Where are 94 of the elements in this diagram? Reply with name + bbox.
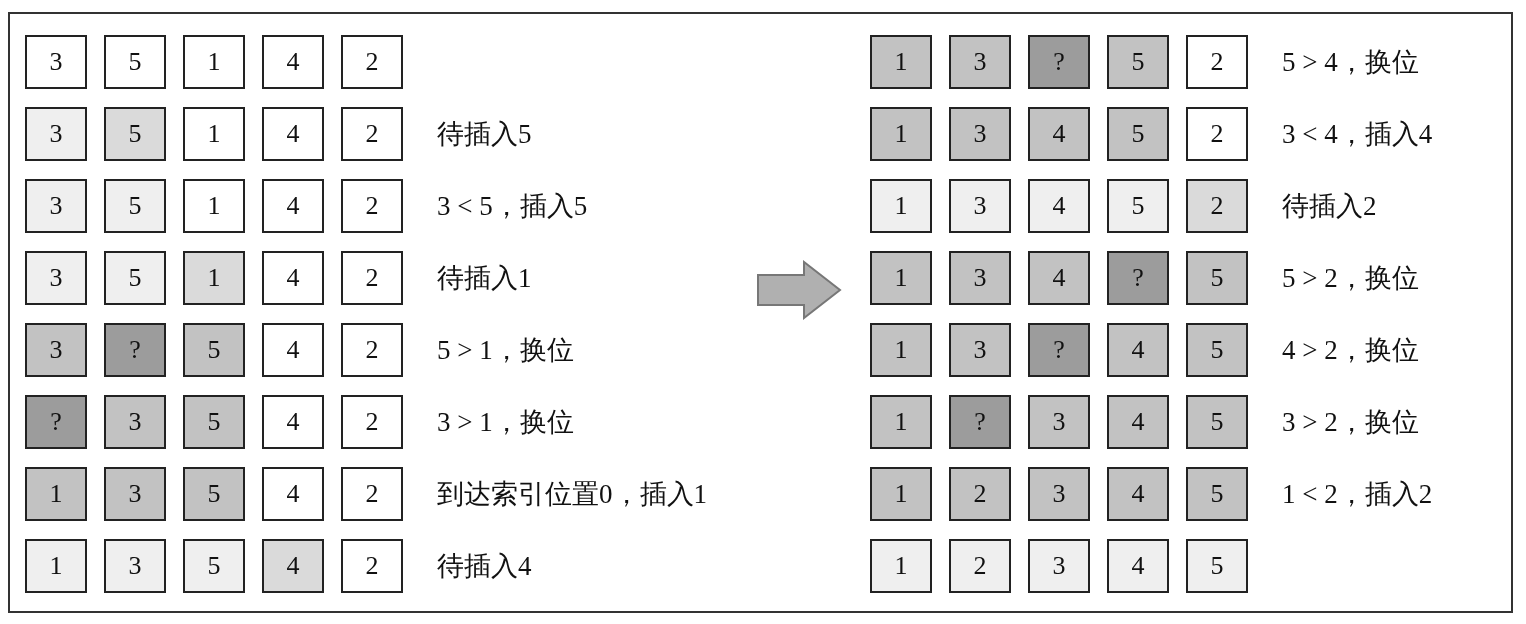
step-note: 待插入2	[1282, 190, 1377, 223]
number-box: 3	[25, 179, 87, 233]
step-note: 3 < 5，插入5	[437, 190, 588, 223]
step-note: 待插入1	[437, 262, 532, 295]
step-note: 5 > 2，换位	[1282, 262, 1419, 295]
number-box: 4	[262, 251, 324, 305]
number-box: 1	[25, 539, 87, 593]
number-box: 2	[341, 35, 403, 89]
step-note: 待插入5	[437, 118, 532, 151]
number-box: 5	[183, 323, 245, 377]
number-box: 1	[183, 35, 245, 89]
number-box: 4	[1107, 539, 1169, 593]
number-box: 3	[25, 107, 87, 161]
number-box: 3	[949, 323, 1011, 377]
number-box: 4	[1107, 467, 1169, 521]
number-box: 4	[262, 467, 324, 521]
number-box: 3	[1028, 395, 1090, 449]
step-note: 1 < 2，插入2	[1282, 478, 1433, 511]
number-box: 3	[104, 539, 166, 593]
number-box: 2	[1186, 35, 1248, 89]
step-note: 5 > 1，换位	[437, 334, 574, 367]
number-box: 3	[949, 179, 1011, 233]
number-box: 4	[262, 539, 324, 593]
number-box: 3	[25, 251, 87, 305]
number-box: 3	[1028, 539, 1090, 593]
number-box: 3	[104, 395, 166, 449]
step-note: 3 > 2，换位	[1282, 406, 1419, 439]
number-box: 5	[1186, 251, 1248, 305]
number-box: 2	[341, 323, 403, 377]
number-box: 3	[949, 251, 1011, 305]
number-box: 2	[341, 539, 403, 593]
number-box: ?	[949, 395, 1011, 449]
number-box: 3	[949, 35, 1011, 89]
number-box: 5	[1107, 179, 1169, 233]
number-box: 1	[25, 467, 87, 521]
number-box: 4	[1107, 395, 1169, 449]
step-note: 5 > 4，换位	[1282, 46, 1419, 79]
number-box: 4	[1028, 107, 1090, 161]
number-box: 3	[949, 107, 1011, 161]
number-box: 4	[1028, 251, 1090, 305]
number-box: ?	[1028, 35, 1090, 89]
number-box: ?	[25, 395, 87, 449]
number-box: 4	[262, 35, 324, 89]
number-box: 5	[104, 107, 166, 161]
number-box: 4	[1107, 323, 1169, 377]
number-box: 2	[341, 107, 403, 161]
number-box: 1	[183, 251, 245, 305]
number-box: 1	[870, 539, 932, 593]
number-box: 5	[183, 539, 245, 593]
step-note: 到达索引位置0，插入1	[437, 478, 707, 511]
number-box: 1	[870, 251, 932, 305]
step-note: 4 > 2，换位	[1282, 334, 1419, 367]
number-box: 5	[1186, 323, 1248, 377]
number-box: 5	[1186, 539, 1248, 593]
number-box: 4	[262, 395, 324, 449]
number-box: 1	[870, 395, 932, 449]
number-box: 2	[949, 539, 1011, 593]
step-note: 3 < 4，插入4	[1282, 118, 1433, 151]
number-box: 1	[870, 179, 932, 233]
number-box: 1	[183, 179, 245, 233]
number-box: ?	[104, 323, 166, 377]
number-box: 2	[949, 467, 1011, 521]
number-box: 3	[25, 35, 87, 89]
number-box: ?	[1107, 251, 1169, 305]
step-note: 待插入4	[437, 550, 532, 583]
number-box: 2	[341, 251, 403, 305]
step-note: 3 > 1，换位	[437, 406, 574, 439]
number-box: 5	[183, 467, 245, 521]
number-box: 4	[262, 323, 324, 377]
number-box: 5	[104, 251, 166, 305]
number-box: 2	[341, 179, 403, 233]
number-box: 2	[341, 395, 403, 449]
number-box: 2	[1186, 179, 1248, 233]
number-box: 5	[104, 35, 166, 89]
number-box: 5	[104, 179, 166, 233]
number-box: 4	[1028, 179, 1090, 233]
number-box: 5	[183, 395, 245, 449]
number-box: 1	[183, 107, 245, 161]
number-box: 1	[870, 35, 932, 89]
number-box: 3	[25, 323, 87, 377]
number-box: 1	[870, 107, 932, 161]
number-box: 2	[1186, 107, 1248, 161]
number-box: 2	[341, 467, 403, 521]
number-box: 3	[104, 467, 166, 521]
number-box: 4	[262, 179, 324, 233]
number-box: 1	[870, 323, 932, 377]
number-box: ?	[1028, 323, 1090, 377]
number-box: 5	[1186, 395, 1248, 449]
number-box: 5	[1186, 467, 1248, 521]
number-box: 1	[870, 467, 932, 521]
number-box: 5	[1107, 107, 1169, 161]
number-box: 3	[1028, 467, 1090, 521]
number-box: 4	[262, 107, 324, 161]
number-box: 5	[1107, 35, 1169, 89]
